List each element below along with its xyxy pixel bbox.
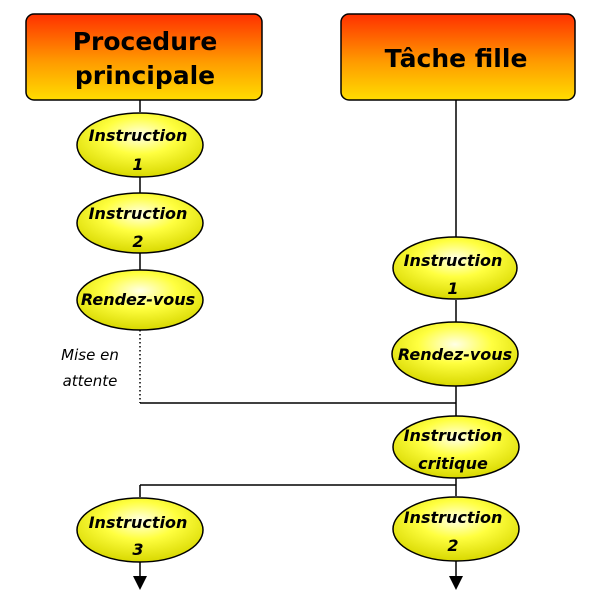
child-critical-line1: Instruction bbox=[404, 426, 503, 445]
child-rendezvous-label: Rendez-vous bbox=[398, 345, 512, 364]
child-instruction-1-line1: Instruction bbox=[404, 251, 503, 270]
child-critical-line2: critique bbox=[418, 454, 488, 473]
header-main-line2: principale bbox=[75, 61, 215, 90]
arrow-down-icon bbox=[133, 576, 147, 590]
main-instruction-2-line1: Instruction bbox=[89, 204, 188, 223]
header-child-task: Tâche fille bbox=[340, 13, 576, 101]
child-instruction-2-line2: 2 bbox=[447, 536, 458, 555]
child-instruction-1: Instruction 1 bbox=[392, 236, 518, 300]
main-instruction-3-line1: Instruction bbox=[89, 513, 188, 532]
main-instruction-1-line2: 1 bbox=[132, 155, 143, 174]
main-instruction-1-line1: Instruction bbox=[89, 126, 188, 145]
wait-note-line1: Mise en bbox=[61, 346, 119, 364]
wait-note-line2: attente bbox=[63, 372, 118, 390]
child-rendezvous: Rendez-vous bbox=[391, 321, 519, 387]
child-critical-instruction: Instruction critique bbox=[392, 415, 520, 479]
header-child-label: Tâche fille bbox=[385, 44, 528, 73]
wait-note: Mise en attente bbox=[61, 346, 119, 390]
header-main-line1: Procedure bbox=[73, 27, 218, 56]
main-flow-connectors bbox=[139, 100, 456, 578]
child-instruction-2: Instruction 2 bbox=[392, 496, 520, 562]
header-main-procedure: Procedure principale bbox=[25, 13, 263, 101]
main-instruction-2-line2: 2 bbox=[132, 232, 143, 251]
main-instruction-3-line2: 3 bbox=[132, 540, 143, 559]
arrow-down-icon bbox=[449, 576, 463, 590]
main-instruction-1: Instruction 1 bbox=[76, 112, 204, 178]
child-instruction-2-line1: Instruction bbox=[404, 508, 503, 527]
child-instruction-1-line2: 1 bbox=[447, 279, 458, 298]
main-rendezvous-label: Rendez-vous bbox=[81, 290, 195, 309]
main-instruction-2: Instruction 2 bbox=[76, 192, 204, 254]
main-rendezvous: Rendez-vous bbox=[76, 269, 204, 331]
main-instruction-3: Instruction 3 bbox=[76, 497, 204, 563]
